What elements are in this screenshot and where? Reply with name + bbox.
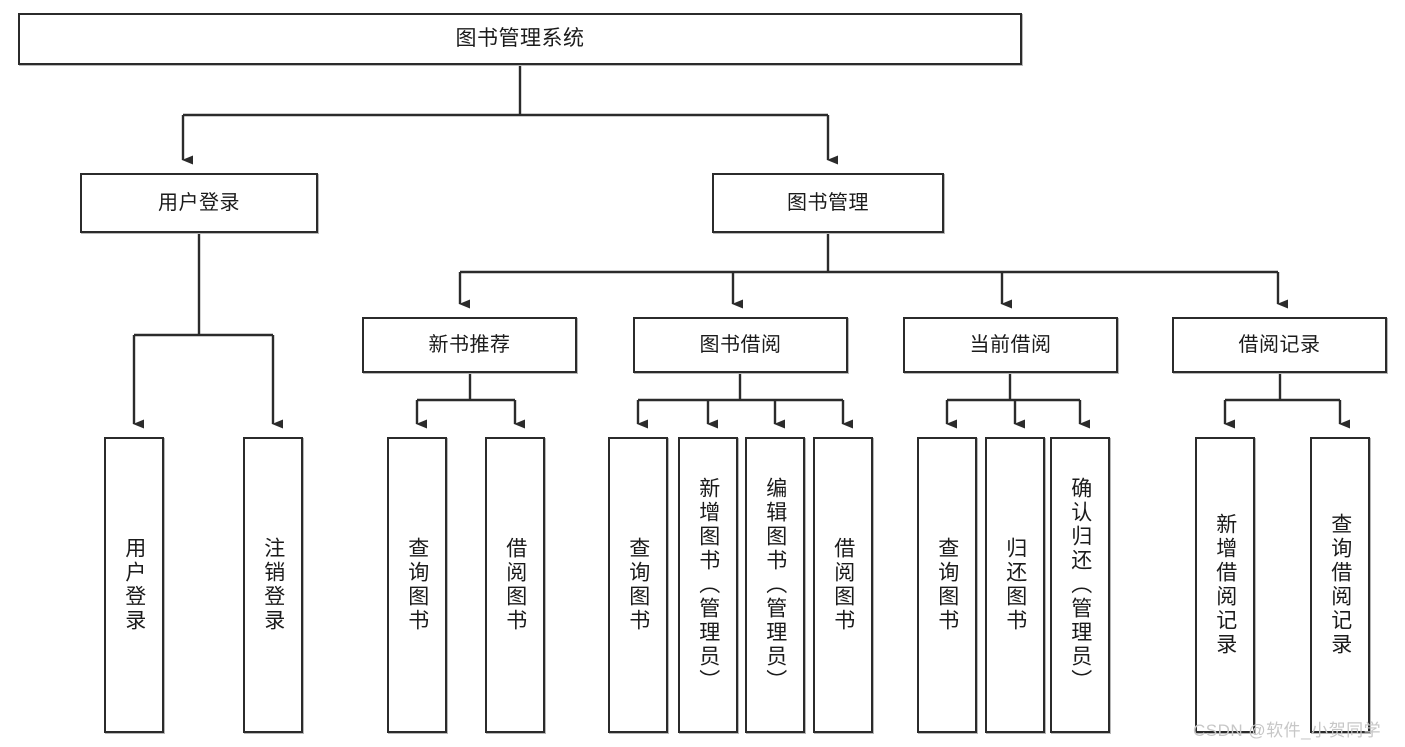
- node-new-book-rec[interactable]: 新书推荐: [362, 317, 577, 373]
- node-leaf-borrow-book-2[interactable]: 借阅图书: [813, 437, 873, 733]
- node-root-label: 图书管理系统: [455, 27, 585, 51]
- edge-borrowrecord-to-leaves: [1223, 373, 1350, 429]
- node-leaf-borrow-book-1[interactable]: 借阅图书: [485, 437, 545, 733]
- node-leaf-edit-book[interactable]: 编辑图书（管理员）: [745, 437, 805, 733]
- node-leaf-add-book[interactable]: 新增图书（管理员）: [678, 437, 738, 733]
- node-leaf-edit-book-label: 编辑图书（管理员）: [763, 477, 787, 693]
- node-leaf-borrow-book-1-label: 借阅图书: [503, 537, 527, 633]
- node-leaf-query-book-3[interactable]: 查询图书: [917, 437, 977, 733]
- node-leaf-query-book-2-label: 查询图书: [626, 537, 650, 633]
- node-book-manage-label: 图书管理: [787, 191, 869, 214]
- node-user-login[interactable]: 用户登录: [80, 173, 318, 233]
- node-leaf-query-book-3-label: 查询图书: [935, 537, 959, 633]
- node-leaf-query-book-1-label: 查询图书: [405, 537, 429, 633]
- node-leaf-query-record[interactable]: 查询借阅记录: [1310, 437, 1370, 733]
- node-leaf-query-record-label: 查询借阅记录: [1328, 513, 1352, 657]
- node-leaf-query-book-2[interactable]: 查询图书: [608, 437, 668, 733]
- node-leaf-query-book-1[interactable]: 查询图书: [387, 437, 447, 733]
- node-leaf-add-record[interactable]: 新增借阅记录: [1195, 437, 1255, 733]
- node-leaf-add-record-label: 新增借阅记录: [1213, 513, 1237, 657]
- edge-currentborrow-to-leaves: [945, 373, 1090, 429]
- node-leaf-return-book[interactable]: 归还图书: [985, 437, 1045, 733]
- node-current-borrow-label: 当前借阅: [969, 333, 1052, 356]
- node-root[interactable]: 图书管理系统: [18, 13, 1022, 65]
- node-book-borrow-label: 图书借阅: [699, 333, 782, 356]
- edge-root-to-level2: [181, 65, 838, 165]
- node-leaf-user-login[interactable]: 用户登录: [104, 437, 164, 733]
- node-borrow-record-label: 借阅记录: [1238, 333, 1321, 356]
- node-leaf-add-book-label: 新增图书（管理员）: [696, 477, 720, 693]
- node-borrow-record[interactable]: 借阅记录: [1172, 317, 1387, 373]
- node-leaf-return-book-label: 归还图书: [1003, 537, 1027, 633]
- node-new-book-rec-label: 新书推荐: [428, 333, 511, 356]
- edge-userlogin-to-leaves: [132, 233, 283, 429]
- node-book-manage[interactable]: 图书管理: [712, 173, 944, 233]
- node-leaf-borrow-book-2-label: 借阅图书: [831, 537, 855, 633]
- node-current-borrow[interactable]: 当前借阅: [903, 317, 1118, 373]
- node-leaf-user-login-label: 用户登录: [122, 537, 146, 633]
- edge-bookborrow-to-leaves: [636, 373, 853, 429]
- node-user-login-label: 用户登录: [158, 191, 240, 214]
- node-leaf-logout[interactable]: 注销登录: [243, 437, 303, 733]
- edge-bookmanage-to-level3: [458, 233, 1288, 309]
- edge-newbookrec-to-leaves: [415, 373, 525, 429]
- csdn-watermark: CSDN @软件_小贺同学: [1193, 721, 1382, 740]
- node-leaf-logout-label: 注销登录: [261, 537, 285, 633]
- node-leaf-confirm-return[interactable]: 确认归还（管理员）: [1050, 437, 1110, 733]
- node-leaf-confirm-return-label: 确认归还（管理员）: [1068, 477, 1092, 693]
- node-book-borrow[interactable]: 图书借阅: [633, 317, 848, 373]
